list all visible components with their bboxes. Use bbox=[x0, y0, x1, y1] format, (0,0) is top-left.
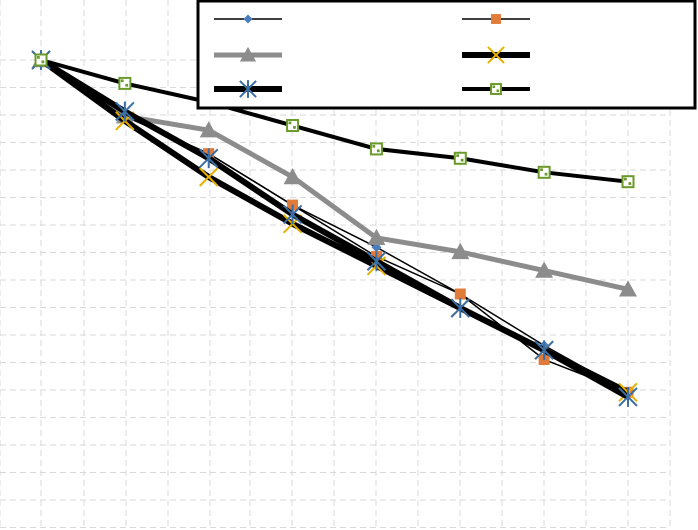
legend-item-3 bbox=[462, 46, 530, 64]
legend-item-0 bbox=[214, 14, 282, 24]
legend-item-1 bbox=[462, 14, 530, 24]
series-2-marker-4 bbox=[367, 228, 386, 246]
series-3-marker-legend-b bbox=[487, 46, 505, 64]
series-5-marker-legend bbox=[490, 83, 502, 95]
series-3-marker-legend bbox=[487, 46, 505, 64]
series-5-marker-4-frame bbox=[369, 142, 383, 156]
series-5-marker-7-cell-3 bbox=[628, 182, 632, 185]
series-5-marker-6 bbox=[537, 165, 551, 179]
series-5 bbox=[34, 53, 635, 189]
series-5-marker-3-cell-3 bbox=[293, 126, 296, 129]
series-4 bbox=[31, 50, 638, 407]
series-2-marker-legend bbox=[239, 46, 257, 62]
series-2-marker-2 bbox=[199, 121, 218, 138]
series-4-marker-2 bbox=[199, 148, 219, 169]
series-5-marker-0-cell-3 bbox=[41, 60, 45, 64]
legend bbox=[196, 0, 697, 110]
series-5-marker-5-frame bbox=[453, 151, 467, 165]
series-5-marker-3-cell-0 bbox=[288, 121, 292, 125]
series-5-marker-5-cell-3 bbox=[460, 158, 464, 162]
legend-item-5 bbox=[462, 83, 530, 95]
legend-item-4 bbox=[214, 80, 282, 98]
series-5-line bbox=[40, 58, 629, 184]
series-4-marker-3 bbox=[282, 204, 303, 225]
series-5-marker-0 bbox=[34, 53, 48, 67]
series-5-marker-7-frame bbox=[621, 175, 635, 189]
legend-item-2 bbox=[214, 46, 282, 62]
series-2-marker-3 bbox=[283, 168, 302, 185]
series-5-marker-6-frame bbox=[537, 165, 551, 179]
series-5-marker-7-cell-0 bbox=[624, 177, 627, 181]
series-2-marker-5 bbox=[451, 242, 470, 260]
series-5-marker-1-cell-3 bbox=[125, 83, 129, 87]
series-1-marker-5 bbox=[454, 288, 466, 300]
series-3-marker-2-b bbox=[199, 167, 219, 187]
series-5-marker-4-cell-3 bbox=[376, 149, 380, 153]
series-5-marker-1-frame bbox=[118, 76, 132, 90]
series-5-marker-4-cell-0 bbox=[372, 144, 376, 148]
series-5-marker-legend-frame bbox=[490, 83, 502, 95]
series-5-marker-0-frame bbox=[34, 53, 48, 67]
series-5-marker-7 bbox=[621, 175, 635, 189]
series-5-marker-0-cell-0 bbox=[37, 56, 40, 59]
series-5-marker-legend-cell-3 bbox=[496, 89, 499, 92]
series-5-marker-5 bbox=[453, 151, 467, 165]
series-5-marker-6-cell-3 bbox=[544, 172, 548, 176]
series-5-marker-4 bbox=[369, 142, 383, 156]
series-0-marker-legend bbox=[243, 14, 253, 24]
series-4-marker-1 bbox=[115, 101, 135, 122]
series-4-marker-5 bbox=[450, 298, 470, 318]
series-3-marker-2 bbox=[199, 167, 219, 187]
series-2-marker-6 bbox=[535, 261, 554, 278]
series-4-marker-legend bbox=[239, 80, 257, 98]
series-5-marker-legend-cell-0 bbox=[492, 85, 496, 89]
series-4-line bbox=[39, 57, 630, 400]
series-5-marker-3 bbox=[286, 119, 300, 133]
series-4-marker-6 bbox=[534, 340, 554, 361]
series-5-marker-6-cell-0 bbox=[540, 168, 543, 172]
series-5-marker-5-cell-0 bbox=[456, 154, 460, 158]
series-4-marker-7 bbox=[618, 387, 638, 407]
series-5-marker-1-cell-0 bbox=[120, 79, 124, 83]
series-5-marker-1 bbox=[118, 76, 132, 90]
series-lines bbox=[31, 50, 638, 407]
series-5-marker-3-frame bbox=[286, 119, 300, 133]
series-1-marker-legend bbox=[491, 14, 501, 24]
series-2-marker-7 bbox=[619, 280, 637, 297]
series-4-marker-4 bbox=[366, 251, 387, 272]
